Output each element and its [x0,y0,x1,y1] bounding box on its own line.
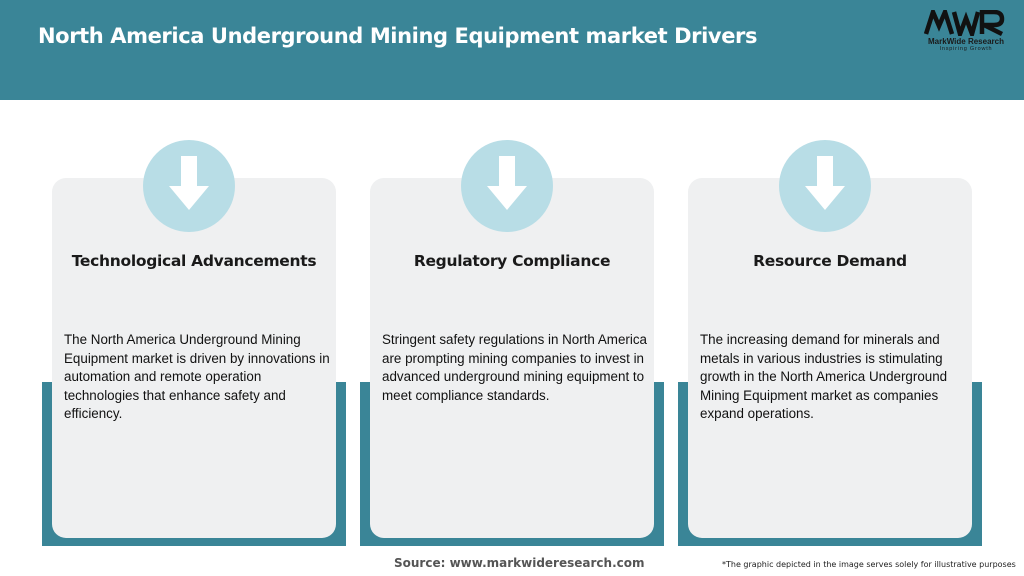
card-description: Stringent safety regulations in North Am… [382,332,647,403]
driver-card-regulatory-compliance: Regulatory Compliance Stringent safety r… [360,140,674,546]
header-banner: North America Underground Mining Equipme… [0,0,1024,100]
card-panel: Technological Advancements The North Ame… [52,140,336,538]
card-description: The North America Underground Mining Equ… [64,332,330,421]
card-description: The increasing demand for minerals and m… [700,332,948,421]
card-panel: Regulatory Compliance Stringent safety r… [370,140,654,538]
card-panel: Resource Demand The increasing demand fo… [688,140,972,538]
logo-name: MarkWide Research [928,37,1004,46]
card-heading: Resource Demand [753,252,907,270]
driver-card-resource-demand: Resource Demand The increasing demand fo… [678,140,992,546]
card-heading: Regulatory Compliance [413,252,611,270]
arrow-down-icon [461,140,553,232]
driver-card-technological-advancements: Technological Advancements The North Ame… [42,140,356,546]
card-heading: Technological Advancements [71,252,317,270]
arrow-down-icon [143,140,235,232]
mwr-logo-mark-icon [924,10,1005,36]
logo-tagline: Inspiring Growth [939,46,993,52]
page-title: North America Underground Mining Equipme… [38,24,758,48]
arrow-down-icon [779,140,871,232]
source-link[interactable]: Source: www.markwideresearch.com [394,556,645,570]
logo: MarkWide Research Inspiring Growth [916,10,1016,60]
disclaimer-note: *The graphic depicted in the image serve… [722,560,1016,569]
